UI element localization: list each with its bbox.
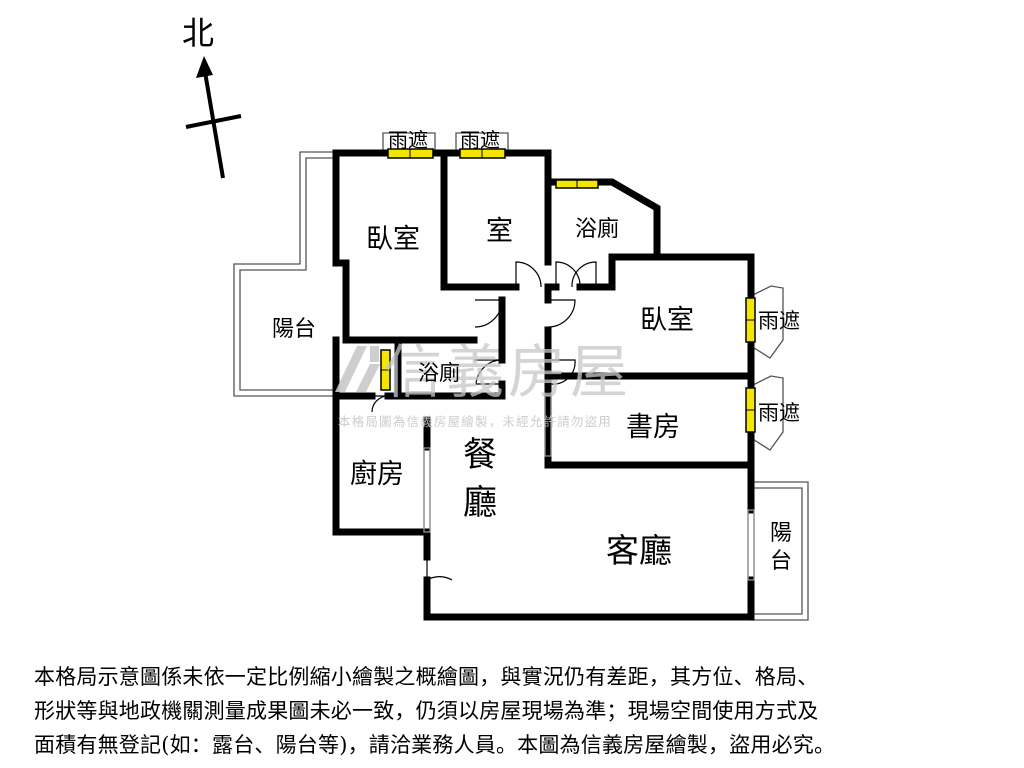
awning-outlines: [382, 132, 784, 451]
north-arrow-icon: [185, 56, 242, 179]
living-room-label: 客廳: [606, 531, 672, 570]
watermark-notice: 本格局圖為信義房屋繪製，未經允許請勿盜用: [338, 414, 612, 429]
bathroom-2-label: 浴廁: [418, 361, 460, 385]
watermark-brand: 信義房屋: [384, 338, 632, 406]
door-swings: [371, 261, 597, 582]
awning-north-1-label: 雨遮: [388, 128, 428, 152]
north-label: 北: [182, 14, 214, 52]
awning-east-2-label: 雨遮: [758, 401, 800, 425]
awning-east-1-label: 雨遮: [758, 309, 800, 333]
bathroom-1-label: 浴廁: [575, 217, 619, 242]
floor-plan: 北: [182, 14, 809, 621]
bedroom-2-label: 臥室: [640, 305, 694, 336]
study-label: 書房: [626, 412, 680, 443]
brand-logo-icon: [335, 346, 380, 392]
balcony-east-outline: [751, 481, 809, 621]
openings: [423, 395, 755, 581]
disclaimer-text: 本格局示意圖係未依一定比例縮小繪製之概繪圖，與實況仍有差距，其方位、格局、 形狀…: [34, 660, 994, 762]
disclaimer-line-1: 本格局示意圖係未依一定比例縮小繪製之概繪圖，與實況仍有差距，其方位、格局、: [34, 665, 819, 689]
disclaimer-line-3: 面積有無登記(如：露台、陽台等)，請洽業務人員。本圖為信義房屋繪製，盜用必究。: [34, 733, 836, 757]
balcony-west-label: 陽台: [272, 317, 316, 342]
walls: [332, 149, 755, 621]
balcony-east-label-top: 陽: [770, 521, 792, 546]
disclaimer-line-2: 形狀等與地政機關測量成果圖未必一致，仍須以房屋現場為準；現場空間使用方式及: [34, 699, 819, 723]
bedroom-1-label: 臥室: [366, 224, 420, 255]
dining-label-bottom: 廳: [463, 483, 497, 523]
balcony-west-outline: [233, 151, 336, 397]
room-label: 室: [486, 216, 513, 247]
balcony-east-label-bottom: 台: [770, 549, 792, 574]
dining-label-top: 餐: [463, 435, 497, 475]
awning-north-2-label: 雨遮: [460, 128, 500, 152]
kitchen-label: 廚房: [350, 459, 404, 490]
watermark: 信義房屋 本格局圖為信義房屋繪製，未經允許請勿盜用: [335, 338, 632, 429]
